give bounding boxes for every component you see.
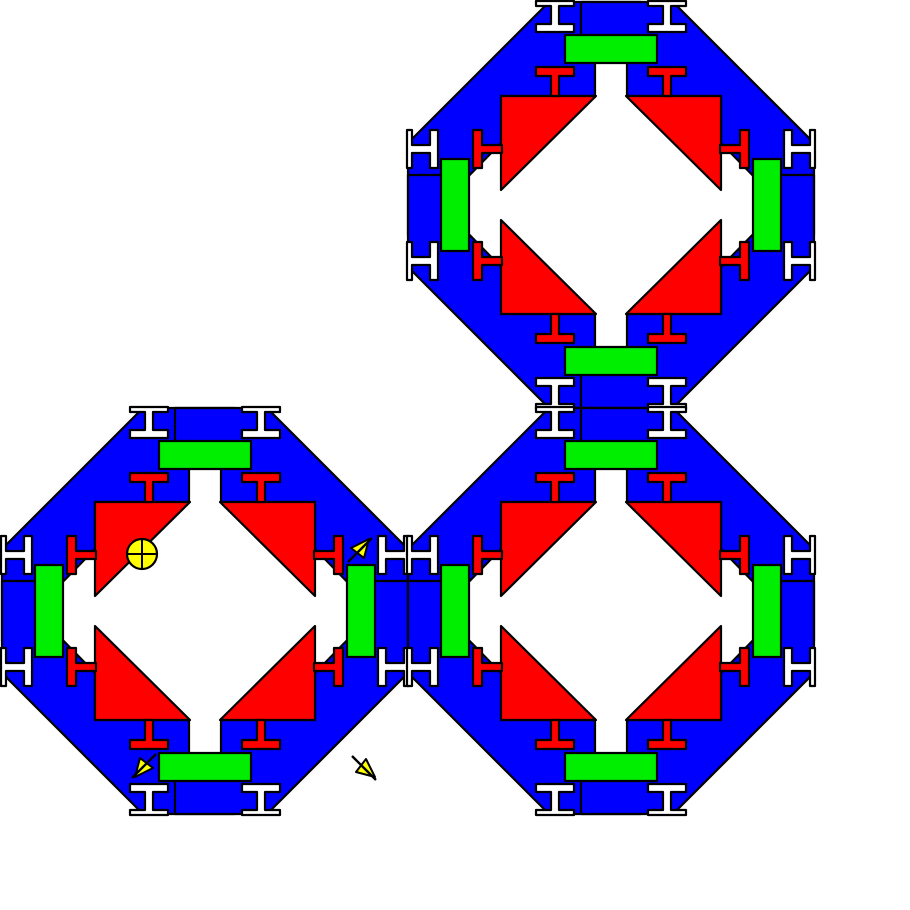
crosshair-circle-icon	[125, 537, 159, 571]
t-tab	[718, 240, 751, 282]
t-notch	[128, 782, 170, 817]
connector-top[interactable]	[563, 439, 659, 471]
ring-bottom-left	[0, 405, 411, 817]
t-tab	[534, 65, 576, 98]
connector-top[interactable]	[157, 439, 253, 471]
ring-bottom-right	[405, 405, 817, 817]
connector-right[interactable]	[751, 563, 783, 659]
corner-triangle	[624, 218, 723, 316]
t-tab	[646, 718, 688, 751]
t-tab	[471, 646, 504, 688]
t-notch	[376, 646, 411, 688]
t-tab	[471, 128, 504, 170]
t-tab	[128, 471, 170, 504]
t-notch	[782, 128, 817, 170]
flag-slash-icon	[347, 537, 373, 563]
t-notch	[240, 782, 282, 817]
corner-triangle	[499, 624, 598, 722]
t-notch	[534, 405, 576, 440]
connector-bottom[interactable]	[563, 345, 659, 377]
t-notch	[240, 405, 282, 440]
t-notch	[405, 646, 440, 688]
t-notch	[782, 534, 817, 576]
t-tab	[128, 718, 170, 751]
t-tab	[646, 312, 688, 345]
connector-left[interactable]	[33, 563, 65, 659]
connector-left[interactable]	[439, 157, 471, 253]
corner-triangle	[624, 94, 723, 192]
t-notch	[0, 534, 34, 576]
corner-triangle	[218, 500, 317, 598]
t-notch	[646, 376, 688, 411]
t-tab	[534, 471, 576, 504]
t-tab	[534, 718, 576, 751]
t-notch	[646, 405, 688, 440]
corner-triangle	[93, 624, 192, 722]
t-notch	[405, 534, 440, 576]
t-notch	[405, 240, 440, 282]
slash-line	[347, 537, 373, 563]
ring-top-right	[405, 0, 817, 411]
t-tab	[65, 646, 98, 688]
t-tab	[65, 534, 98, 576]
t-tab	[471, 240, 504, 282]
corner-triangle	[499, 218, 598, 316]
corner-triangle	[624, 500, 723, 598]
t-notch	[376, 534, 411, 576]
t-notch	[534, 782, 576, 817]
t-notch	[128, 405, 170, 440]
t-tab	[718, 128, 751, 170]
connector-bottom[interactable]	[563, 751, 659, 783]
connector-left[interactable]	[439, 563, 471, 659]
connector-right[interactable]	[345, 563, 377, 659]
corner-triangle	[499, 94, 598, 192]
corner-triangle	[218, 624, 317, 722]
connector-top[interactable]	[563, 33, 659, 65]
connector-right[interactable]	[751, 157, 783, 253]
t-tab	[646, 471, 688, 504]
slash-line	[131, 753, 157, 779]
t-tab	[240, 471, 282, 504]
t-tab	[646, 65, 688, 98]
flag-slash-icon	[131, 753, 157, 779]
corner-triangle	[499, 500, 598, 598]
t-tab	[312, 646, 345, 688]
slash-line	[351, 755, 377, 781]
t-notch	[534, 0, 576, 34]
t-tab	[471, 534, 504, 576]
t-tab	[312, 534, 345, 576]
t-tab	[718, 646, 751, 688]
connector-bottom[interactable]	[157, 751, 253, 783]
t-notch	[646, 0, 688, 34]
t-notch	[646, 782, 688, 817]
t-tab	[718, 534, 751, 576]
t-notch	[534, 376, 576, 411]
t-tab	[240, 718, 282, 751]
t-notch	[782, 240, 817, 282]
t-notch	[0, 646, 34, 688]
flag-slash-icon	[351, 755, 377, 781]
corner-triangle	[624, 624, 723, 722]
t-notch	[405, 128, 440, 170]
t-tab	[534, 312, 576, 345]
t-notch	[782, 646, 817, 688]
